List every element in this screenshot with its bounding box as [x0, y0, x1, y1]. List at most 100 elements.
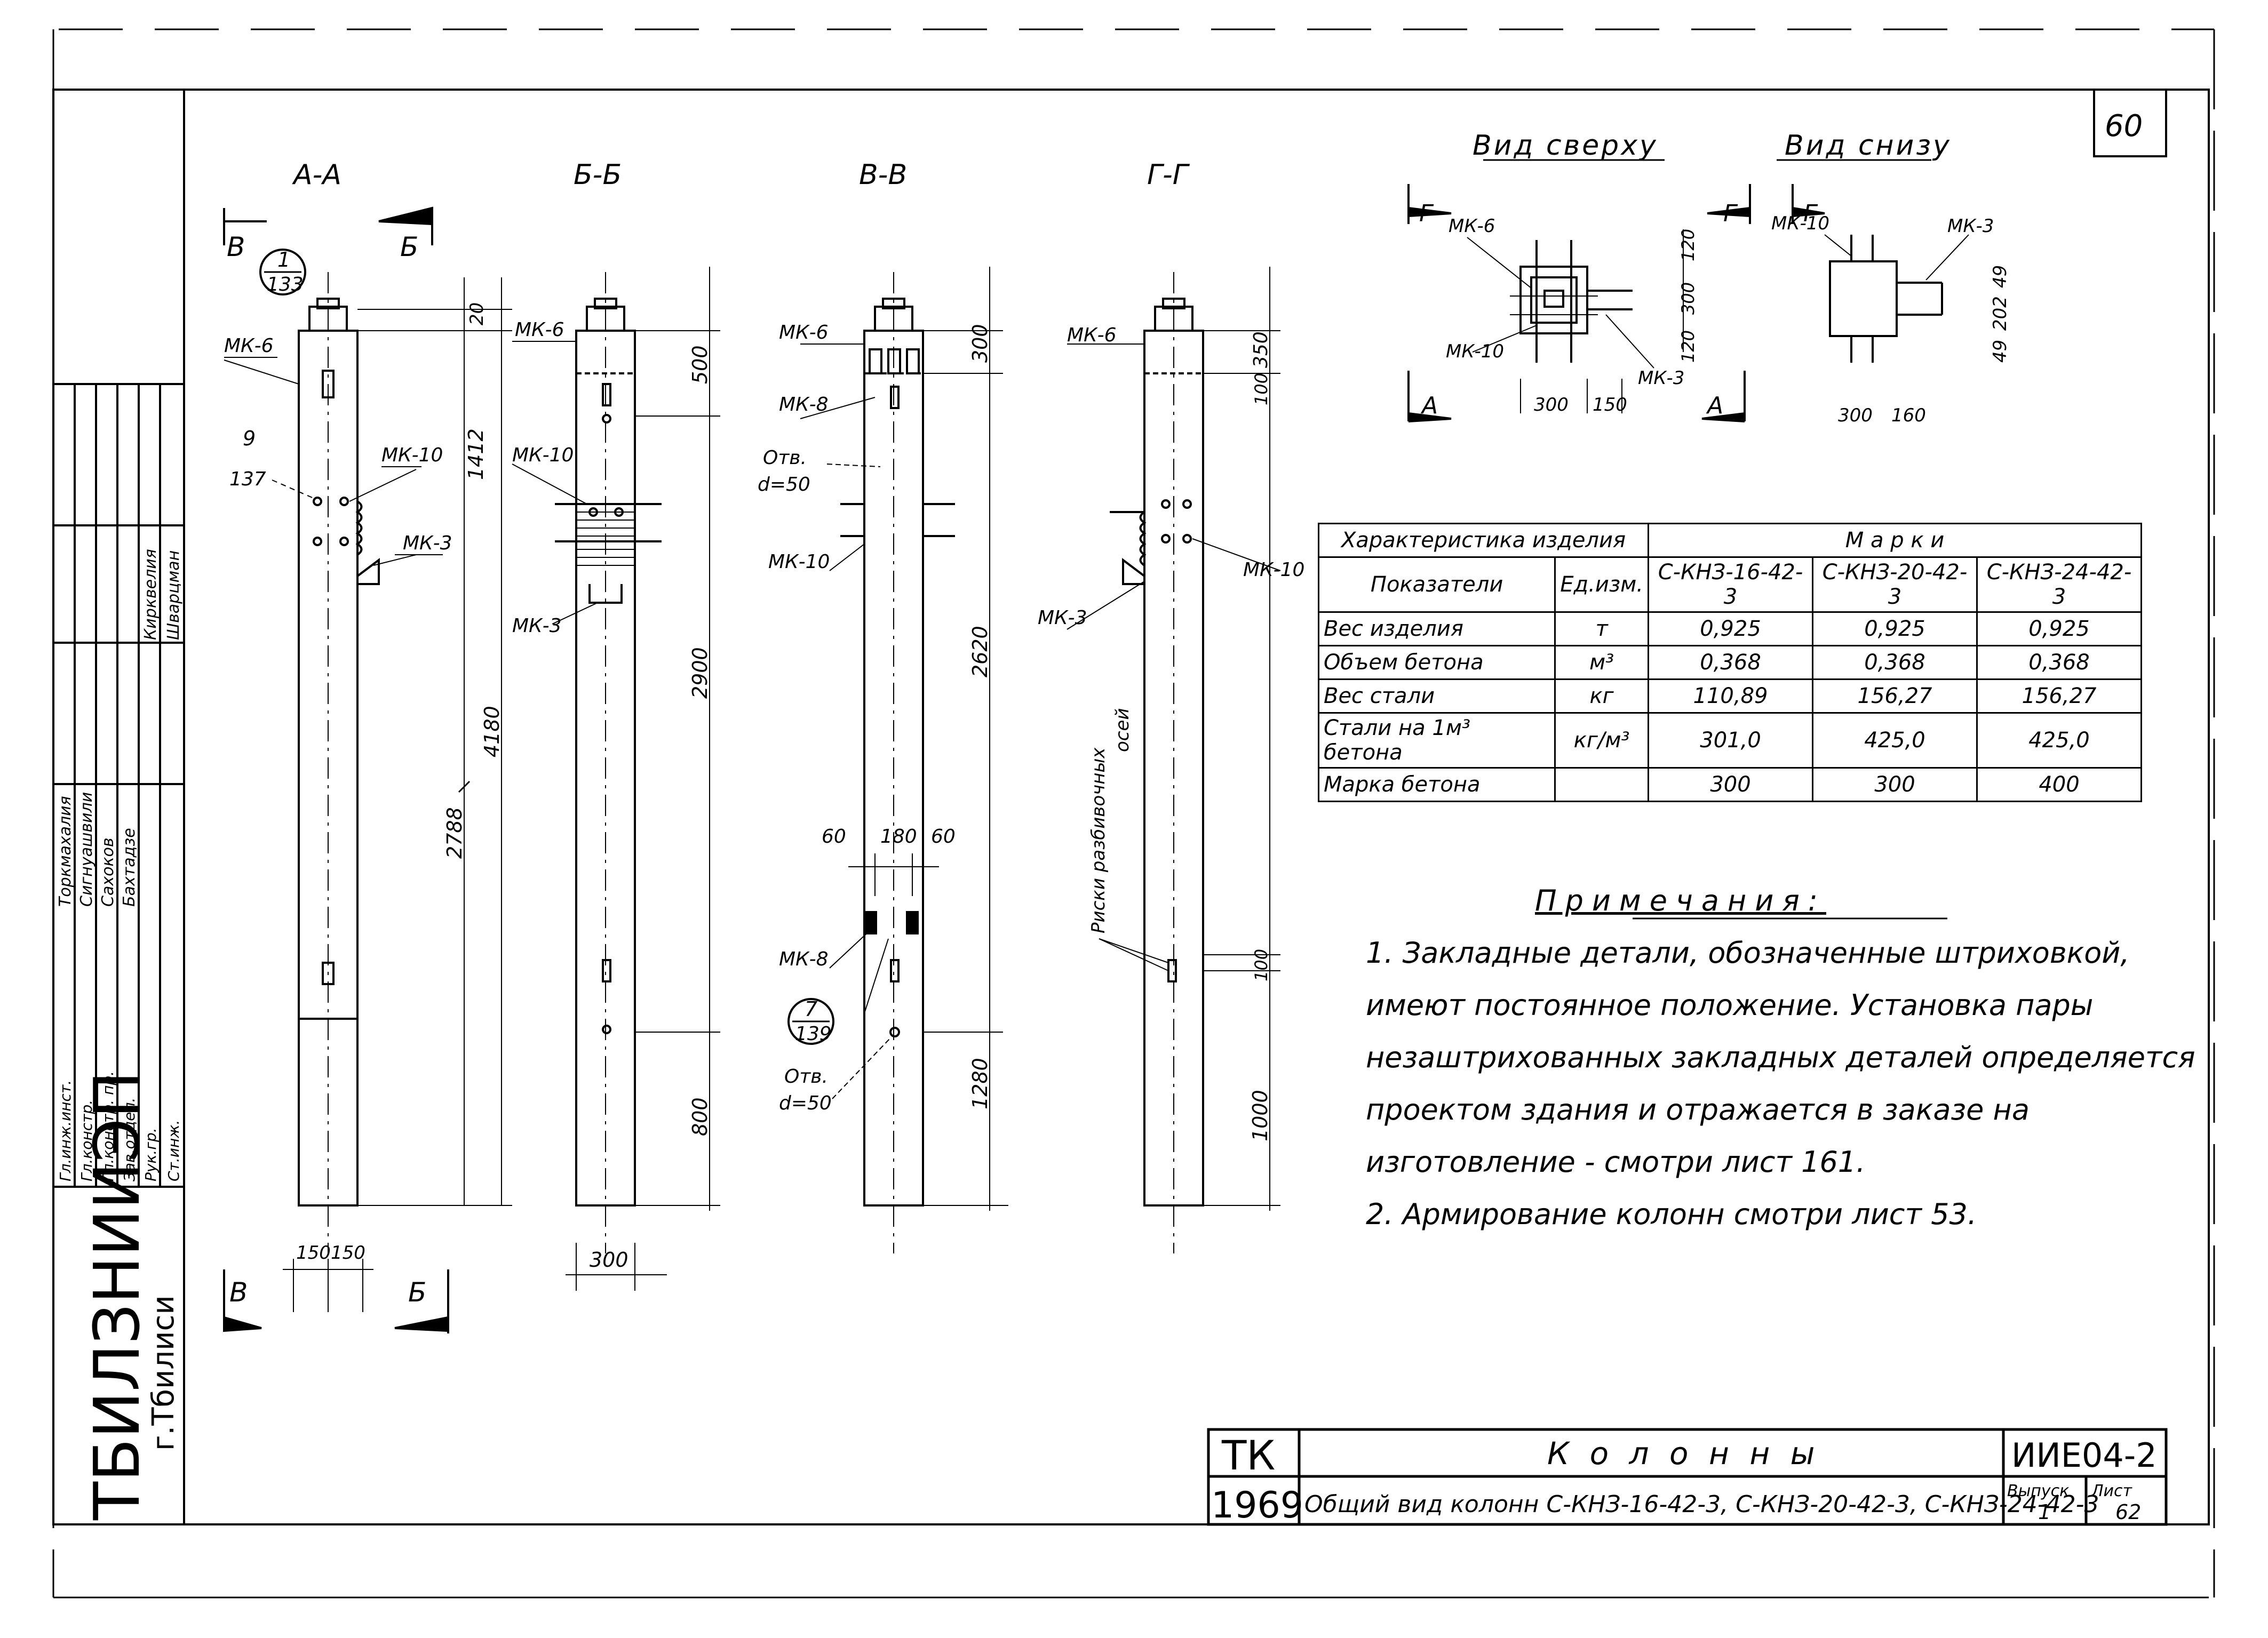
- dim-vv-w180: 180: [880, 826, 917, 848]
- note-item: 1. Закладные детали, обозначенные штрихо…: [1366, 936, 2195, 1179]
- table-cell: 110,89: [1648, 678, 1813, 714]
- table-cell: 0,925: [1812, 611, 1978, 646]
- cut-mark-v-bottom: В: [229, 1277, 248, 1308]
- callout-1-bottom: 133: [267, 274, 304, 295]
- table-cell: кг/м³: [1554, 712, 1650, 769]
- dim-aa-2788: 2788: [443, 807, 466, 859]
- section-title-aa: А-А: [292, 159, 341, 191]
- column-view-gg: [1067, 267, 1281, 1253]
- table-row: Объем бетона м³ 0,368 0,368 0,368: [1317, 645, 2143, 680]
- label-mk3-gg: МК-3: [1038, 607, 1087, 629]
- top-view-title: Вид сверху: [1473, 130, 1658, 162]
- section-title-vv: В-В: [859, 159, 907, 191]
- label-mk10-aa: МК-10: [381, 444, 443, 466]
- dim-vv-2620: 2620: [968, 626, 992, 677]
- tb-issue: 1: [2038, 1500, 2051, 1524]
- dim-vv-w60b: 60: [931, 826, 956, 848]
- label-mk10-bottom: МК-10: [1771, 213, 1829, 234]
- table-cell: Объем бетона: [1317, 645, 1556, 680]
- stamp-role-3: Зав.отдел.: [121, 1098, 138, 1181]
- dim-aa-w150b: 150: [331, 1242, 365, 1264]
- label-hole-vv-1: Отв.: [763, 447, 807, 469]
- label-mk6-bb: МК-6: [515, 319, 564, 341]
- tb-sheet: 62: [2115, 1500, 2141, 1524]
- bottom-dim-300: 300: [1838, 405, 1873, 426]
- table-head-brand: С-КНЗ-16-42-3: [1648, 556, 1813, 613]
- table-row: Марка бетона 300 300 400: [1317, 767, 2143, 802]
- table-row: Вес изделия т 0,925 0,925 0,925: [1317, 611, 2143, 646]
- tb-title: К о л о н н ы: [1547, 1435, 1820, 1472]
- callout-3-top: 7: [805, 997, 817, 1021]
- cut-mark-b-bottom: Б: [408, 1277, 426, 1308]
- top-dim-300v: 300: [1678, 282, 1698, 315]
- label-mk10-bb: МК-10: [512, 444, 574, 466]
- label-mk6-aa: МК-6: [224, 335, 274, 357]
- stamp-role-1: Гл.констр.: [78, 1100, 96, 1181]
- tb-code: ИИЕ04-2: [2011, 1436, 2157, 1475]
- dim-bb-w300: 300: [590, 1248, 628, 1272]
- table-row: Стали на 1м³ бетона кг/м³ 301,0 425,0 42…: [1317, 712, 2143, 769]
- note-item: 2. Армирование колонн смотри лист 53.: [1366, 1197, 1977, 1231]
- sheet-frame: [52, 89, 2210, 1525]
- table-cell: 0,368: [1648, 645, 1813, 680]
- callout-2-bottom: 137: [229, 468, 266, 490]
- tb-sheet-label: Лист: [2091, 1482, 2133, 1500]
- stamp-role-4: Рук.гр.: [142, 1128, 160, 1181]
- label-mk6-top: МК-6: [1449, 215, 1495, 237]
- label-mk10-gg: МК-10: [1243, 559, 1304, 581]
- table-head-unit: Ед.изм.: [1554, 556, 1650, 613]
- cut-mark-g-2: Г: [1723, 200, 1738, 227]
- cut-mark-a-1: А: [1420, 392, 1438, 419]
- label-mk8-vv: МК-8: [779, 394, 829, 416]
- notes-title: Примечания:: [1534, 884, 1826, 917]
- table-cell: Марка бетона: [1317, 767, 1556, 802]
- table-cell: 425,0: [1812, 712, 1978, 769]
- table-head-brands: М а р к и: [1648, 523, 2142, 558]
- label-mk10-top: МК-10: [1446, 341, 1504, 362]
- dim-aa-4180: 4180: [480, 706, 504, 757]
- table-cell: Вес стали: [1317, 678, 1556, 714]
- dim-aa-20: 20: [466, 302, 488, 325]
- stamp-name-0: Торкмахалия: [56, 796, 75, 907]
- callout-3-bottom: 139: [795, 1023, 832, 1045]
- cut-mark-g-1: Г: [1419, 200, 1434, 227]
- title-block: [1207, 1428, 2168, 1526]
- stamp-role-0: Гл.инж.инст.: [57, 1080, 74, 1181]
- label-mk3-aa: МК-3: [403, 532, 452, 554]
- label-mk3-bb: МК-3: [512, 615, 562, 637]
- dim-aa-1412: 1412: [464, 428, 488, 480]
- label-hole-vv-2: Отв.: [784, 1066, 828, 1088]
- stamp-name-2: Сахоков: [99, 837, 117, 907]
- table-cell: 0,925: [1648, 611, 1813, 646]
- dim-gg-350: 350: [1250, 331, 1272, 368]
- dim-bb-500: 500: [688, 345, 712, 384]
- table-cell: 0,368: [1976, 645, 2143, 680]
- column-view-aa: [223, 206, 512, 1333]
- label-mk10-vv: МК-10: [768, 551, 830, 573]
- stamp-city: г.Тбилиси: [146, 1295, 181, 1451]
- bottom-dim-202: 202: [1990, 296, 2011, 331]
- section-title-gg: Г-Г: [1147, 159, 1190, 191]
- stamp-org: ТБИЛЗНИИЭП: [80, 1071, 154, 1521]
- stamp-name-1: Сигнуашвили: [77, 792, 96, 907]
- stamp-name-5: Шварцман: [164, 550, 183, 640]
- table-head-brand: С-КНЗ-20-42-3: [1812, 556, 1978, 613]
- table-cell: 156,27: [1812, 678, 1978, 714]
- callout-1-top: 1: [277, 248, 290, 271]
- stamp-name-4: Кирквелия: [141, 549, 160, 640]
- cut-mark-v-top: В: [227, 231, 245, 262]
- top-dim-120b: 120: [1678, 330, 1698, 363]
- label-mk6-gg: МК-6: [1067, 324, 1117, 346]
- dim-vv-1280: 1280: [968, 1058, 992, 1109]
- table-head-characteristic: Характеристика изделия: [1317, 523, 1650, 558]
- table-cell: кг: [1554, 678, 1650, 714]
- bottom-view-title: Вид снизу: [1785, 130, 1952, 162]
- stamp-role-5: Ст.инж.: [165, 1120, 182, 1181]
- table-cell: 300: [1648, 767, 1813, 802]
- stamp-name-3: Бахтадзе: [120, 828, 139, 907]
- cut-mark-b-top: Б: [400, 231, 418, 262]
- table-cell: 0,368: [1812, 645, 1978, 680]
- table-cell: Стали на 1м³ бетона: [1317, 712, 1556, 769]
- bottom-dim-49b: 49: [1990, 340, 2011, 363]
